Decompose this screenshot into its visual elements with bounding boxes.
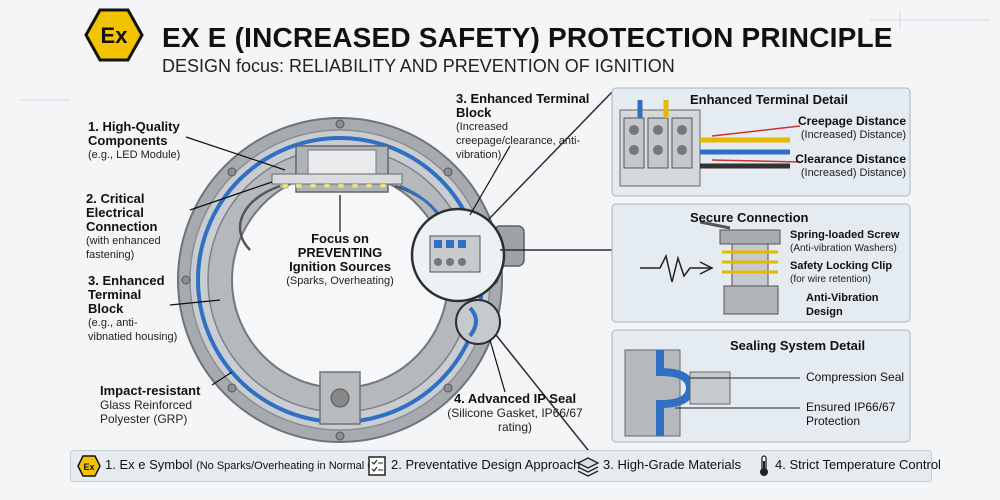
- focus-line3: Ignition Sources: [289, 259, 391, 274]
- footer-item-3: 3. High-Grade Materials: [603, 457, 741, 472]
- footer-item-1-label: 1. Ex e Symbol: [105, 457, 193, 472]
- antivib-title: Anti-Vibration Design: [806, 292, 879, 318]
- checklist-icon: [367, 455, 387, 482]
- thermometer-icon: [757, 455, 771, 482]
- ex-logo-icon: Ex: [84, 8, 144, 67]
- panel-secure-title: Secure Connection: [690, 210, 809, 225]
- panel-terminal-title: Enhanced Terminal Detail: [690, 92, 848, 107]
- screw-sub: (Anti-vibration Washers): [790, 243, 897, 254]
- callout-seal: 4. Advanced IP Seal (Silicone Gasket, IP…: [440, 391, 590, 435]
- clip-sub: (for wire retention): [790, 274, 872, 285]
- callout-terminal-sub: (Increased creepage/clearance, anti-vibr…: [456, 121, 581, 161]
- focus-text: Focus on PREVENTING Ignition Sources (Sp…: [278, 232, 402, 288]
- label-connection: 2. Critical Electrical Connection (with …: [86, 192, 196, 262]
- clearance-label: Clearance Distance (Increased) Distance): [778, 152, 906, 180]
- ex-small-icon: Ex: [77, 455, 101, 482]
- label-connection-sub: (with enhanced fastening): [86, 235, 161, 261]
- footer-item-2: 2. Preventative Design Approach: [391, 457, 581, 472]
- creepage-sub: (Increased) Distance): [800, 129, 906, 141]
- ensured-label: Ensured IP66/67 Protection: [806, 400, 896, 428]
- label-terminal-left: 3. Enhanced Terminal Block (e.g., anti-v…: [88, 274, 180, 344]
- ex-logo-text: Ex: [101, 23, 129, 48]
- callout-seal-title: 4. Advanced IP Seal: [453, 391, 577, 406]
- panel-sealing-title: Sealing System Detail: [730, 338, 866, 353]
- callout-seal-sub: (Silicone Gasket, IP66/67 rating): [447, 406, 583, 434]
- label-grp-title: Impact-resistant: [100, 383, 201, 398]
- label-components-title: 1. High-Quality Components: [88, 119, 180, 148]
- label-terminal-left-title: 3. Enhanced Terminal Block: [88, 273, 165, 316]
- label-grp-sub: Glass Reinforced Polyester (GRP): [100, 398, 193, 426]
- clip-title: Safety Locking Clip: [790, 260, 893, 272]
- callout-terminal: 3. Enhanced Terminal Block (Increased cr…: [456, 92, 596, 162]
- clip-label: Safety Locking Clip (for wire retention): [790, 259, 908, 287]
- label-terminal-left-sub: (e.g., anti-vibnatied housing): [88, 317, 178, 343]
- label-connection-title: 2. Critical Electrical Connection: [86, 191, 158, 234]
- focus-line2: PREVENTING: [297, 245, 383, 260]
- footer-bar: Ex 1. Ex e Symbol (No Sparks/Overheating…: [70, 450, 941, 482]
- footer-item-1-sub: (No Sparks/Overheating in Normal Op): [196, 460, 386, 472]
- screw-title: Spring-loaded Screw: [790, 229, 900, 241]
- layers-icon: [576, 455, 600, 482]
- ex-small-icon-text: Ex: [83, 462, 94, 472]
- compression-label: Compression Seal: [806, 370, 905, 384]
- focus-line1: Focus on: [311, 231, 369, 246]
- creepage-label: Creepage Distance (Increased) Distance): [778, 114, 906, 142]
- antivib-label: Anti-Vibration Design: [806, 291, 906, 319]
- callout-terminal-title: 3. Enhanced Terminal Block: [456, 91, 590, 120]
- label-components-sub: (e.g., LED Module): [88, 149, 181, 161]
- page-title: EX E (INCREASED SAFETY) PROTECTION PRINC…: [162, 22, 893, 53]
- label-grp: Impact-resistant Glass Reinforced Polyes…: [100, 383, 220, 427]
- focus-sub: (Sparks, Overheating): [286, 275, 394, 287]
- creepage-title: Creepage Distance: [797, 114, 906, 128]
- clearance-title: Clearance Distance: [795, 152, 906, 166]
- page-subtitle: DESIGN focus: RELIABILITY AND PREVENTION…: [162, 56, 675, 76]
- clearance-sub: (Increased) Distance): [800, 167, 906, 179]
- label-components: 1. High-Quality Components (e.g., LED Mo…: [88, 120, 200, 162]
- footer-item-1: 1. Ex e Symbol (No Sparks/Overheating in…: [105, 457, 386, 472]
- screw-label: Spring-loaded Screw (Anti-vibration Wash…: [790, 228, 908, 256]
- footer-item-4: 4. Strict Temperature Control: [775, 457, 941, 472]
